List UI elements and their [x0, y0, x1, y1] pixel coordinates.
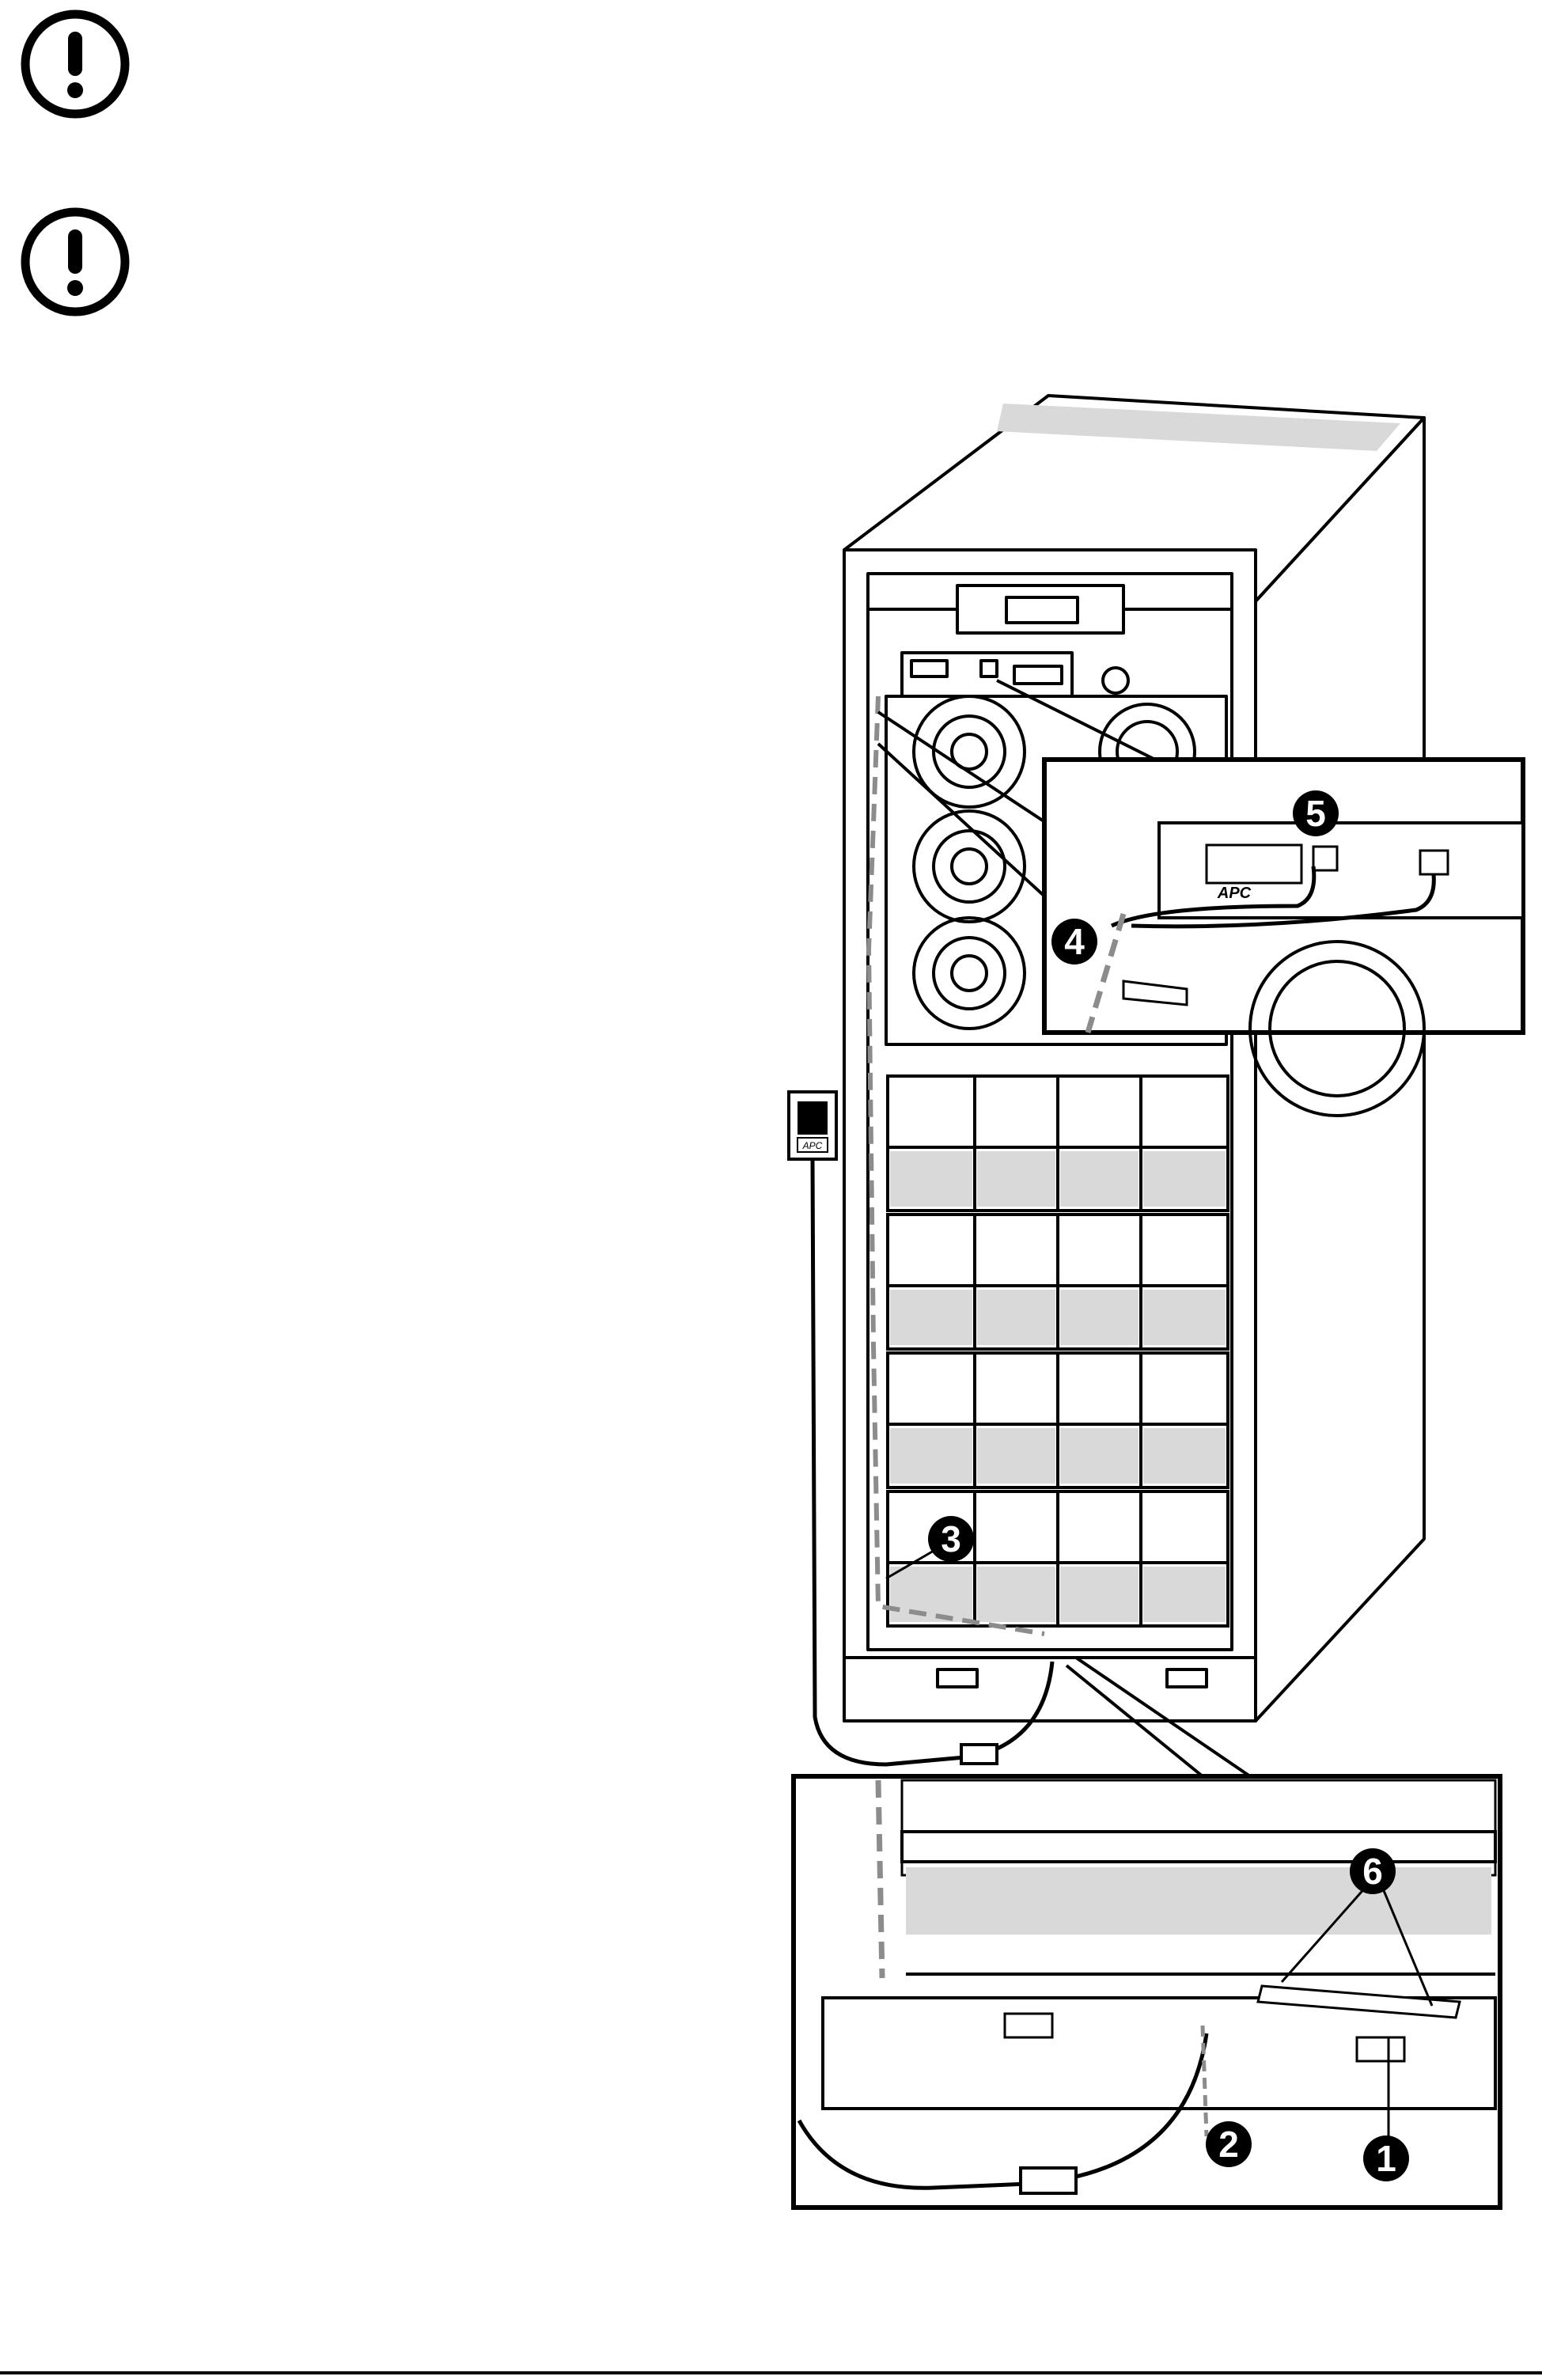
temperature-sensor: APC	[787, 1090, 838, 1161]
svg-text:1: 1	[1376, 2138, 1396, 2179]
sensor-brand-label: APC	[802, 1140, 823, 1151]
svg-text:2: 2	[1218, 2124, 1239, 2165]
caution-exclamation-icon	[21, 207, 130, 316]
lower-detail-inset	[791, 1774, 1502, 2210]
caution-exclamation-icon	[21, 9, 130, 119]
page-divider-line	[0, 2371, 1542, 2374]
upper-detail-inset: APC	[1042, 757, 1525, 1117]
callout-markers: 1 2 3 4 5 6	[885, 790, 1409, 2181]
svg-text:4: 4	[1064, 921, 1085, 962]
callout-2: 2	[1206, 2121, 1252, 2167]
fan-grilles	[912, 695, 1196, 1030]
front-panel-brand-label: APC	[1217, 885, 1252, 902]
svg-text:3: 3	[941, 1518, 961, 1560]
callout-6: 6	[1350, 1848, 1396, 1894]
callout-5: 5	[1293, 790, 1339, 836]
callout-3: 3	[885, 1516, 974, 1580]
callout-4: 4	[1051, 919, 1097, 965]
callout-1: 1	[1363, 2136, 1409, 2181]
svg-text:5: 5	[1305, 793, 1326, 834]
svg-text:6: 6	[1362, 1851, 1383, 1892]
